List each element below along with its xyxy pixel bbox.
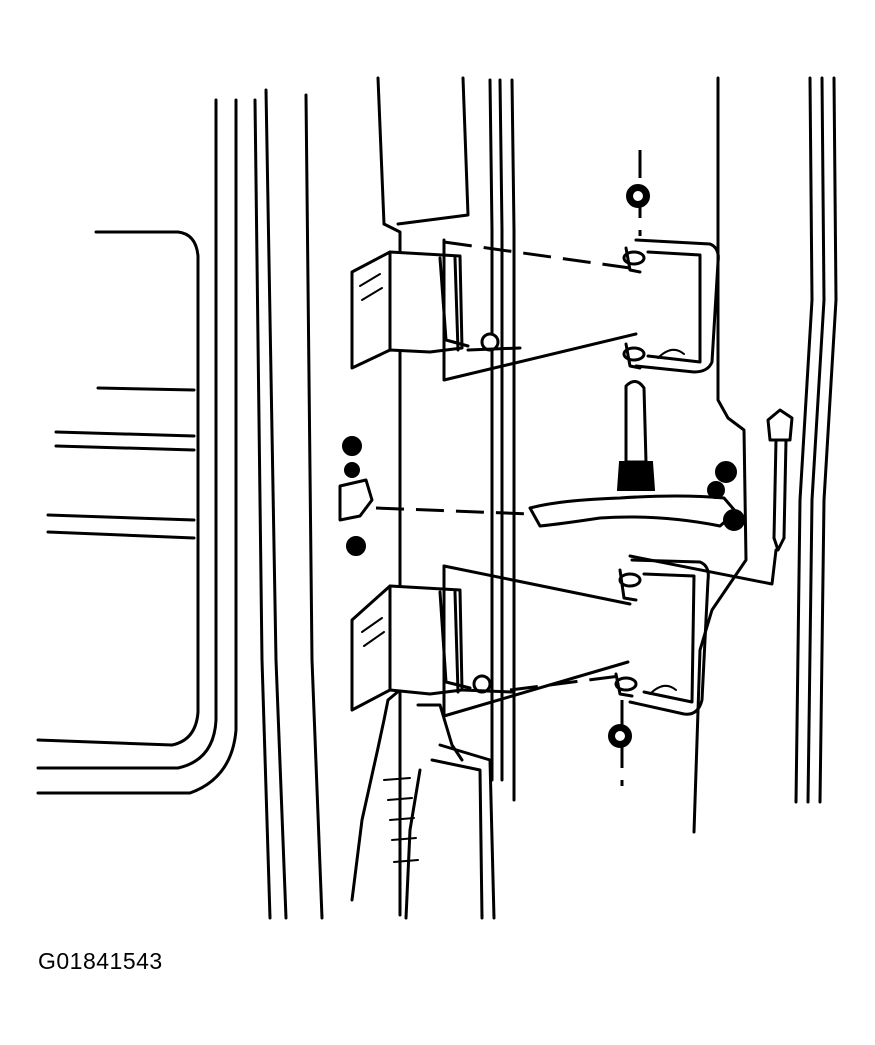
- lower-hinge-bolts: [460, 674, 514, 694]
- door-sill: [350, 688, 496, 920]
- lower-nut: [608, 700, 632, 786]
- hinge-pin: [616, 380, 656, 491]
- figure-code: G01841543: [38, 948, 163, 974]
- check-link-fasteners: [338, 436, 374, 556]
- upper-hinge-callout: [442, 238, 638, 382]
- body-pillar: [692, 76, 838, 834]
- lower-hinge-callout: [442, 564, 632, 718]
- door-pillar: [253, 76, 516, 920]
- window-panel: [36, 98, 238, 795]
- upper-hinge-body-half: [622, 238, 720, 374]
- upper-nut: [626, 150, 650, 236]
- lower-hinge-door-half: [350, 584, 472, 712]
- upper-hinge-bolts: [466, 332, 522, 352]
- lower-hinge-body-half: [614, 558, 710, 716]
- upper-hinge-door-half: [350, 250, 470, 370]
- roll-pin: [628, 408, 794, 586]
- door-check-link: [375, 461, 745, 531]
